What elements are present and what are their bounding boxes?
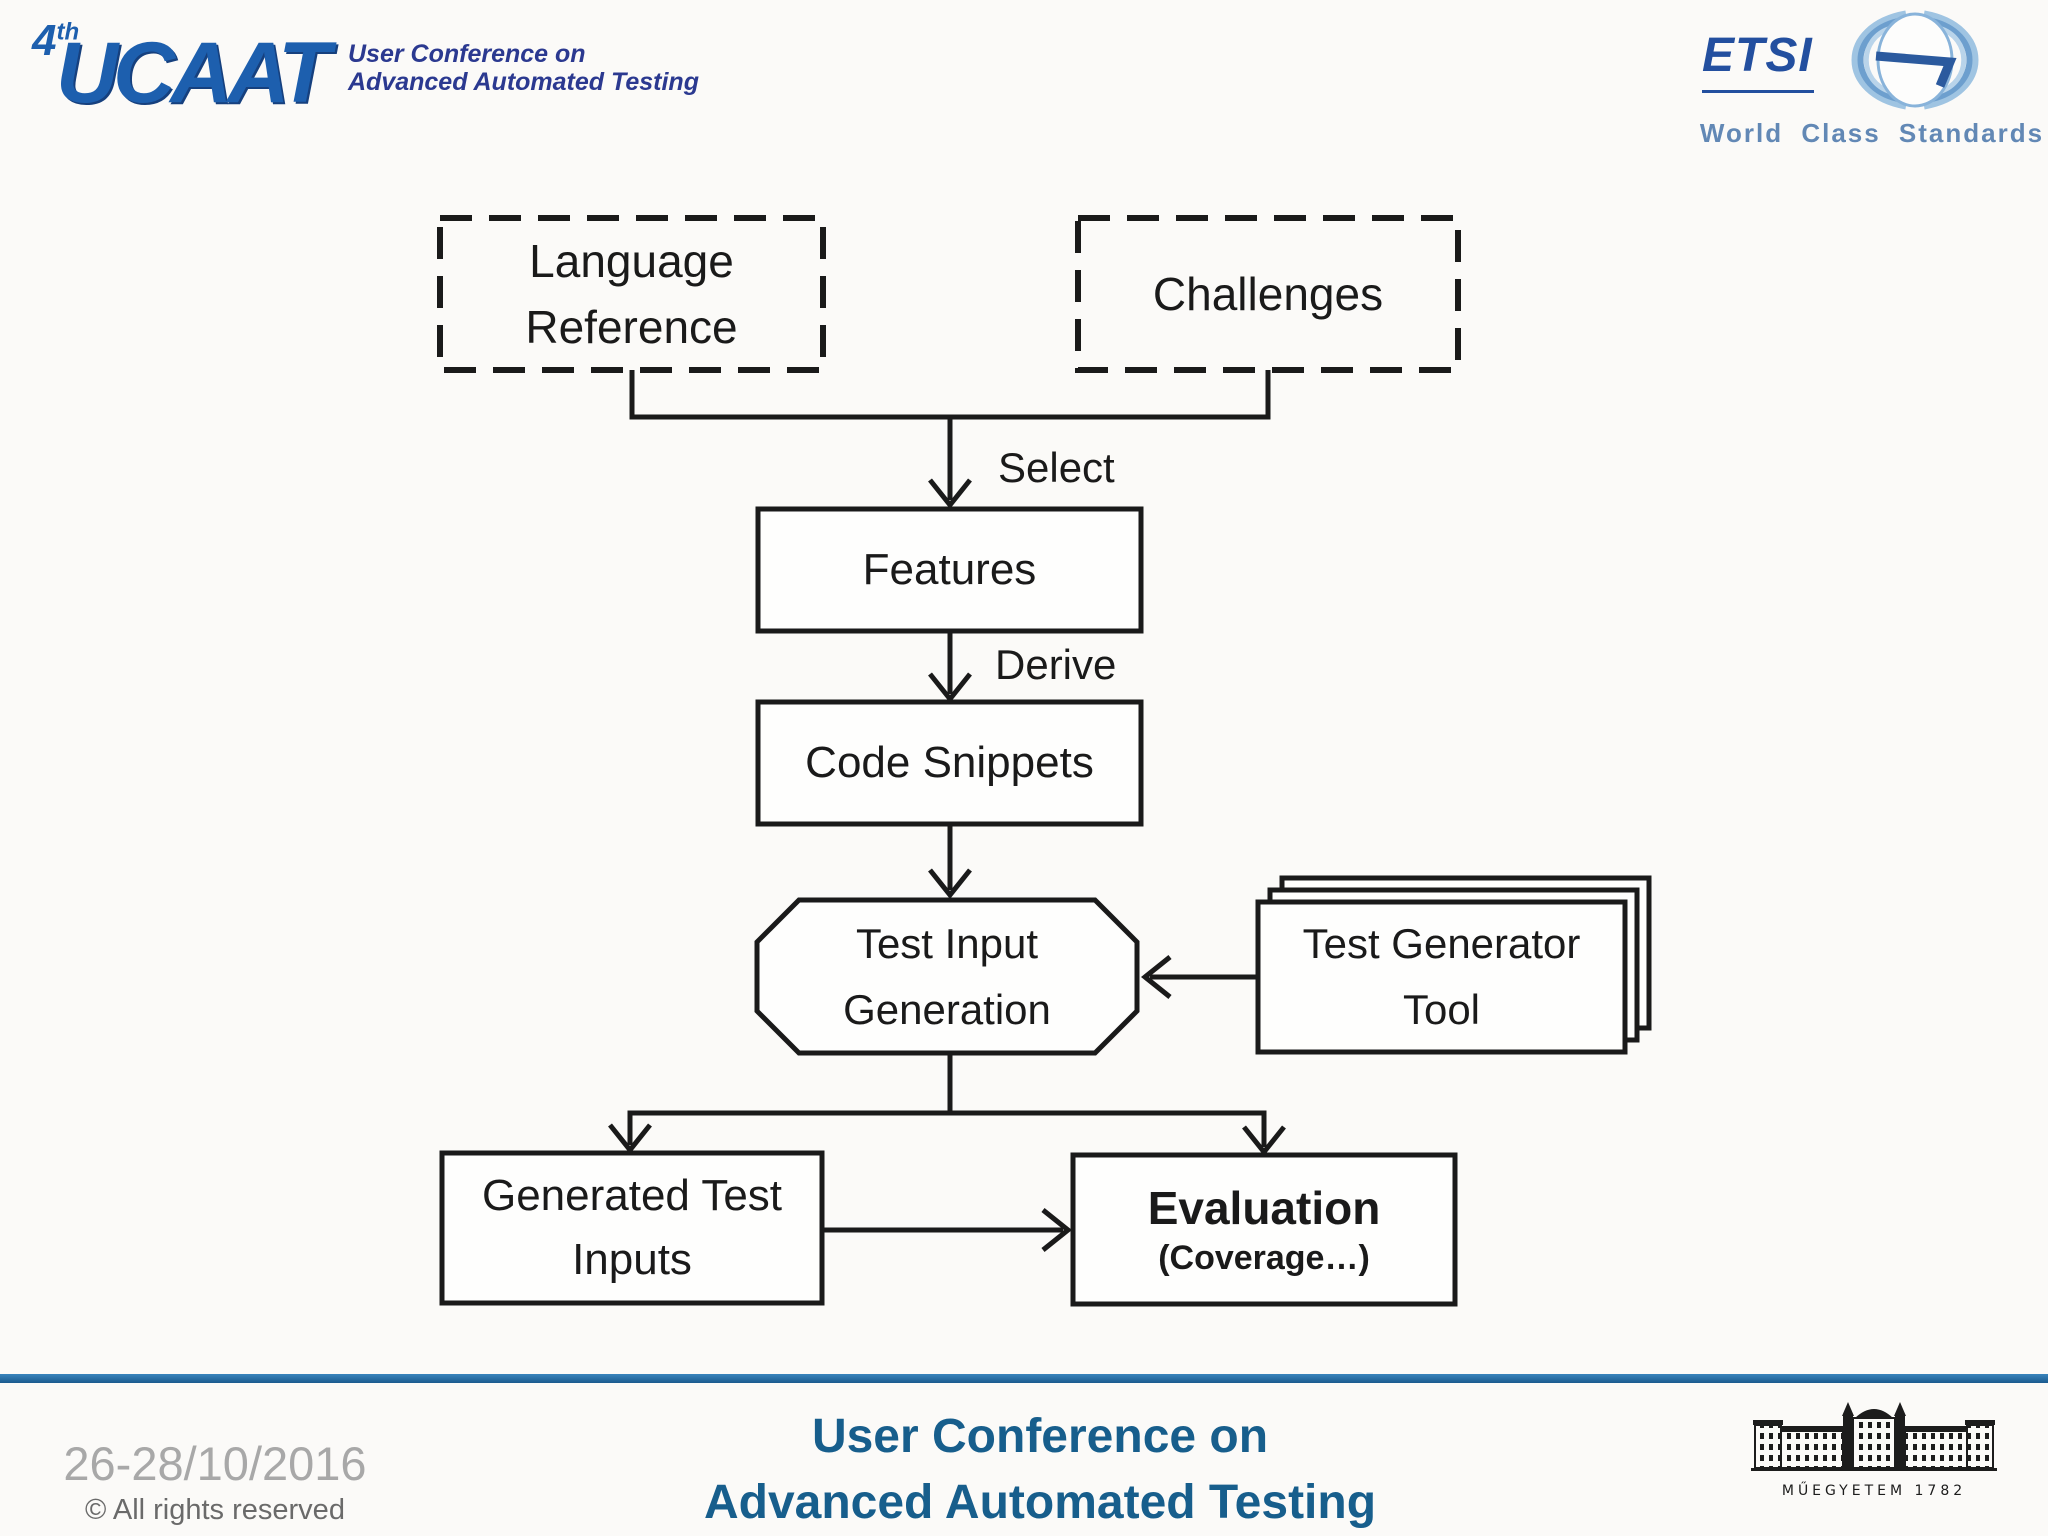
test-generator-tool-box-front (1255, 899, 1628, 1055)
ucaat-tagline: User Conference on Advanced Automated Te… (348, 40, 699, 96)
evaluation-box (1070, 1152, 1458, 1307)
university-logo: MŰEGYETEM 1782 (1748, 1398, 2000, 1499)
arrowhead-derive (928, 672, 972, 704)
ucaat-tagline-line2: Advanced Automated Testing (348, 68, 699, 96)
footer-conference-title: User Conference on Advanced Automated Te… (590, 1404, 1490, 1536)
arrowhead-generated-to-evaluation (1041, 1208, 1073, 1252)
etsi-wordmark: ETSI (1702, 29, 1813, 82)
connector-split (627, 1053, 1267, 1147)
arrowhead-evaluation (1242, 1125, 1286, 1157)
ucaat-edition-suffix: th (56, 18, 80, 46)
ucaat-tagline-line1: User Conference on (348, 40, 586, 68)
arrowhead-to-generation (928, 868, 972, 900)
challenges-box (1075, 215, 1461, 373)
university-motto: MŰEGYETEM 1782 (1781, 1483, 1967, 1499)
derive-edge-label: Derive (995, 641, 1117, 688)
arrowhead-generated (608, 1123, 652, 1155)
footer-divider (0, 1374, 2048, 1383)
arrowhead-select (928, 478, 972, 510)
ucaat-edition-number: 4th (32, 16, 80, 65)
arrowhead-tool (1140, 955, 1172, 999)
ucaat-wordmark: UCAAT (56, 25, 331, 121)
features-box (755, 506, 1144, 634)
footer-conference-line1: User Conference on (811, 1410, 1269, 1463)
footer-date: 26-28/10/2016 (63, 1437, 367, 1490)
connector-merge (629, 370, 1271, 420)
etsi-underline (1702, 90, 1814, 93)
test-input-generation-octagon (754, 897, 1140, 1056)
language-reference-box (437, 215, 826, 373)
generated-test-inputs-box (439, 1150, 825, 1306)
etsi-tagline: World Class Standards (1699, 118, 2045, 148)
ucaat-logo: 4th UCAAT User Conference on Advanced Au… (18, 6, 699, 121)
footer-conference-line2: Advanced Automated Testing (703, 1476, 1377, 1529)
etsi-globe-icon (1851, 10, 1979, 110)
university-building-icon (1751, 1402, 1997, 1471)
select-edge-label: Select (998, 444, 1115, 491)
code-snippets-box (755, 699, 1144, 827)
footer-copyright: © All rights reserved (85, 1494, 345, 1526)
